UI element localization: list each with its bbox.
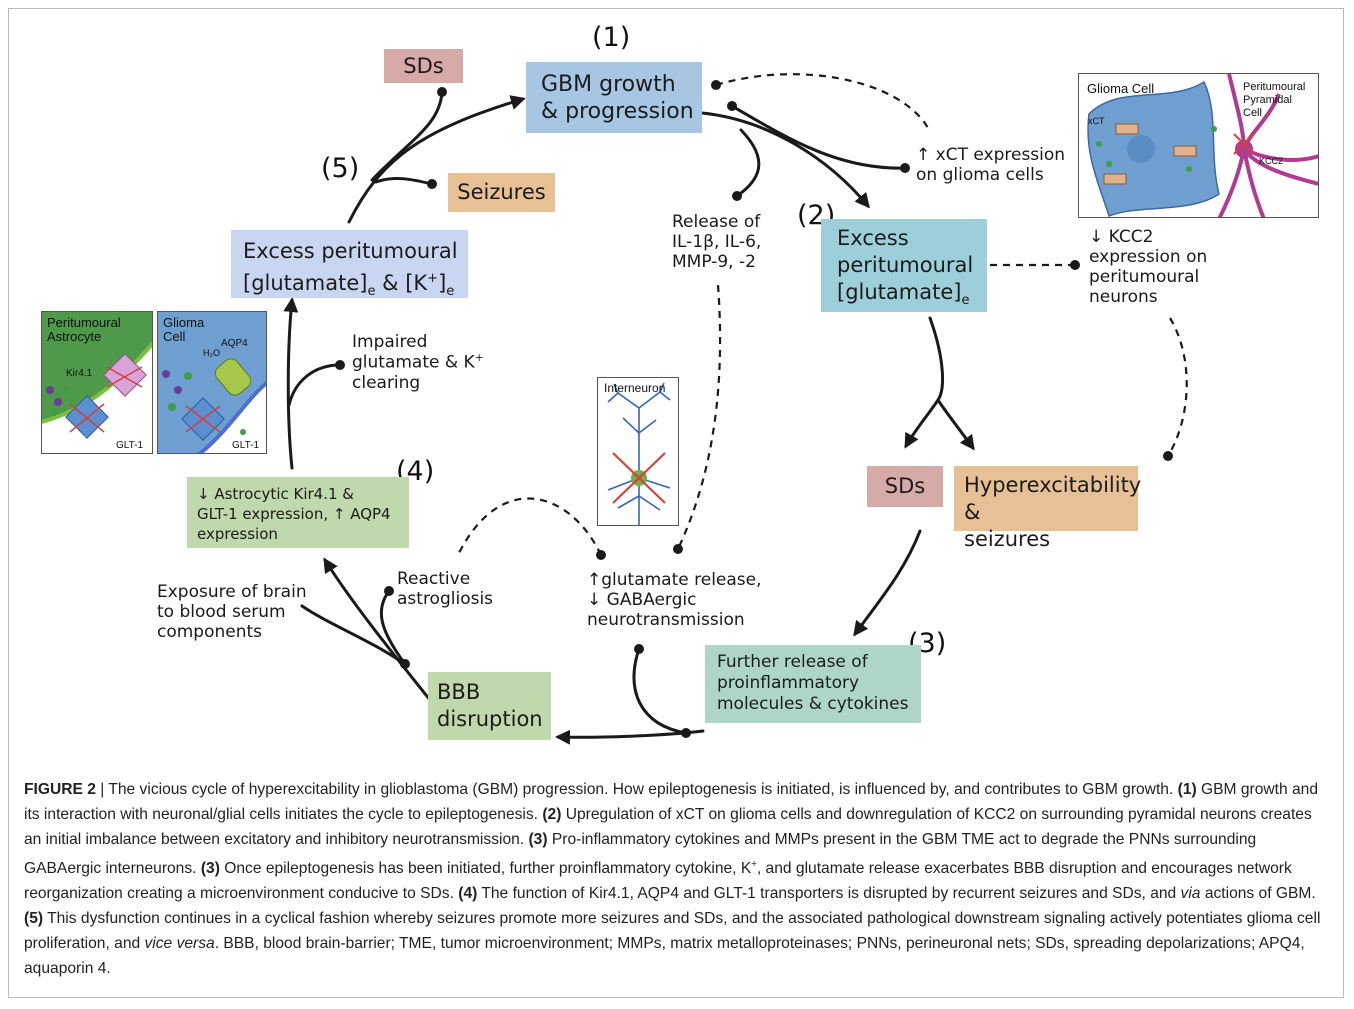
hyperexcitability-box: Hyperexcitability & seizures <box>954 466 1142 551</box>
astrocyte-illustration <box>42 341 152 453</box>
interneuron-inset: Interneuron <box>597 377 679 526</box>
dashed-kcc2-hyper <box>1167 317 1188 457</box>
arrow-to-further <box>853 529 922 637</box>
gbm-growth-box: GBM growth & progression <box>526 62 702 133</box>
interneuron-illustration <box>607 382 671 525</box>
kcc2-label: KCC2 <box>1259 156 1284 166</box>
branch-reactive <box>379 589 407 666</box>
dot <box>437 87 447 97</box>
bbb-line2: disruption <box>437 707 543 731</box>
reactive-astrogliosis-label: Reactive astrogliosis <box>397 569 494 610</box>
branch-xct <box>730 104 907 170</box>
dot <box>711 80 721 90</box>
further-release-box: Further release of proinflammatory molec… <box>705 645 921 723</box>
excess-glu-line2: peritumoural <box>837 253 974 277</box>
arrow-split-hyper <box>936 398 975 451</box>
dashed-glurel-reactive <box>457 497 602 556</box>
glioma-cell-left-title: Glioma Cell <box>163 315 205 345</box>
astrocyte-title: Peritumoural Astrocyte <box>47 315 121 345</box>
arrow-astro-to-excess <box>283 297 299 470</box>
glioma-cell-illustration <box>162 358 266 453</box>
dashed-release-glurel <box>677 284 722 550</box>
dot <box>596 550 606 560</box>
glioma-pyramidal-illustration <box>1087 74 1318 217</box>
dot <box>732 191 742 201</box>
dot <box>427 179 437 189</box>
step-number-5: (5) <box>321 153 360 184</box>
excess-glu-line1: Excess <box>837 226 909 250</box>
sds-right-box: SDs <box>867 466 943 507</box>
dot <box>1070 260 1080 270</box>
excess-k-line1: Excess peritumoural <box>243 239 458 263</box>
pyramidal-cell-label: Peritumoural Pyramidal Cell <box>1243 81 1306 119</box>
dot <box>400 659 410 669</box>
branch-impaired <box>287 363 342 407</box>
release-cytokines-label: Release of IL-1β, IL-6, MMP-9, -2 <box>672 212 762 273</box>
astro-line2: GLT-1 expression, ↑ AQP4 <box>197 505 391 523</box>
arrow-bbb-to-astro <box>323 557 432 702</box>
bbb-disruption-box: BBB disruption <box>428 672 551 740</box>
seizures-box: Seizures <box>448 173 555 212</box>
gbm-line2: & progression <box>541 99 694 124</box>
glioma-cell-inset: Glioma Cell AQP4 H₂O GLT-1 <box>157 311 267 454</box>
arrow-split-sds <box>904 316 945 449</box>
exposure-label: Exposure of brain to blood serum compone… <box>157 582 307 643</box>
impaired-clearing-label: Impaired glutamate & K+ clearing <box>352 332 484 393</box>
dot <box>900 163 910 173</box>
dot <box>335 360 345 370</box>
excess-peritumoural-glutamate-box: Excess peritumoural [glutamate]e <box>821 219 987 312</box>
xct-expression-label: ↑ xCT expression on glioma cells <box>916 145 1066 186</box>
sds-top-box: SDs <box>384 49 463 83</box>
astrocyte-inset: Peritumoural Astrocyte Kir4.1 GLT-1 <box>41 311 153 454</box>
bbb-line1: BBB <box>437 680 481 704</box>
dot <box>673 544 683 554</box>
further-line2: proinflammatory <box>717 673 860 693</box>
arrow-gbm-to-excess-glutamate <box>700 111 870 209</box>
step-number-1: (1) <box>592 22 631 53</box>
excess-k-line2: [glutamate]e & [K+]e <box>243 271 455 300</box>
astrocytic-kir41-box: ↓ Astrocytic Kir4.1 & GLT-1 expression, … <box>187 477 409 548</box>
excess-glu-line3: [glutamate]e <box>837 280 970 309</box>
hyper-line1: Hyperexcitability & <box>964 473 1142 524</box>
glioma-pyramidal-inset: Glioma Cell Peritumoural Pyramidal Cell … <box>1078 73 1319 218</box>
h2o-label: H₂O <box>203 348 220 358</box>
xct-label: xCT <box>1088 116 1105 126</box>
kir41-label: Kir4.1 <box>66 368 93 379</box>
hyper-line2: seizures <box>964 527 1051 551</box>
dot <box>1163 451 1173 461</box>
glioma-cell-label: Glioma Cell <box>1087 81 1155 96</box>
aqp4-label: AQP4 <box>221 338 248 349</box>
excess-glutamate-k-box: Excess peritumoural [glutamate]e & [K+]e <box>231 230 468 299</box>
branch-release <box>735 128 761 198</box>
figure-caption: FIGURE 2 | The vicious cycle of hyperexc… <box>24 781 1321 978</box>
branch-seizures <box>374 177 434 186</box>
glt1-label: GLT-1 <box>116 440 144 451</box>
dot <box>384 586 394 596</box>
glt1-left-label: GLT-1 <box>232 440 260 451</box>
interneuron-label: Interneuron <box>604 381 666 395</box>
dashed-gbm-xct <box>715 73 929 129</box>
branch-sds-top <box>370 90 444 182</box>
dot <box>634 644 644 654</box>
dot <box>727 101 737 111</box>
astro-line3: expression <box>197 525 278 543</box>
dot <box>681 728 691 738</box>
astro-line1: ↓ Astrocytic Kir4.1 & <box>197 485 354 503</box>
gbm-line1: GBM growth <box>541 72 676 97</box>
further-line3: molecules & cytokines <box>717 694 909 714</box>
branch-glurel <box>632 647 688 735</box>
further-line1: Further release of <box>717 652 868 672</box>
arrow-excess-to-gbm <box>347 95 526 224</box>
branch-exposure <box>300 604 407 666</box>
glutamate-release-label: ↑glutamate release, ↓ GABAergic neurotra… <box>587 570 762 631</box>
kcc2-expression-label: ↓ KCC2 expression on peritumoural neuron… <box>1089 227 1208 308</box>
